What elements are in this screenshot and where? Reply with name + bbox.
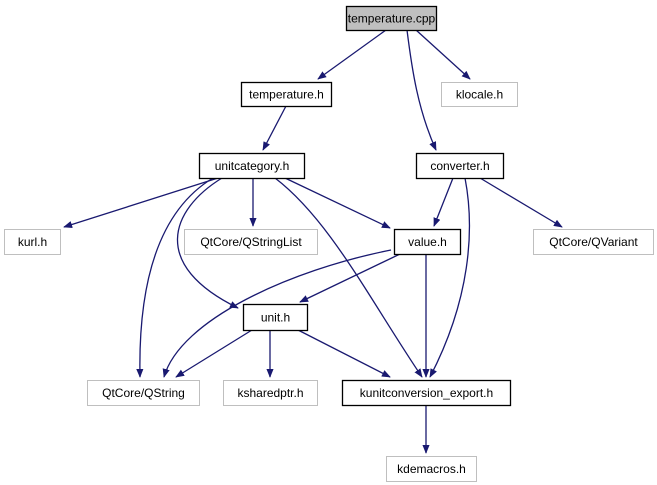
node-kunitconversion-export-h[interactable]: kunitconversion_export.h — [341, 379, 512, 407]
edge-converter-h-to-value-h — [433, 177, 454, 227]
node-box — [242, 303, 309, 332]
edge-unitcategory-h-to-kunitconversion-export-h — [274, 177, 423, 378]
node-box — [386, 456, 477, 482]
node-value-h[interactable]: value.h — [393, 228, 462, 256]
node-klocale-h: klocale.h — [441, 82, 518, 107]
node-converter-h[interactable]: converter.h — [415, 152, 505, 180]
node-temperature-cpp[interactable]: temperature.cpp — [345, 5, 438, 32]
edge-temperature-cpp-to-klocale-h — [415, 29, 471, 80]
node-label: value.h — [408, 235, 447, 249]
node-label: QtCore/QVariant — [549, 235, 638, 249]
node-kurl-h: kurl.h — [4, 229, 61, 255]
edge-unitcategory-h-to-unit-h — [176, 177, 239, 309]
node-label: temperature.h — [249, 88, 324, 102]
node-label: QtCore/QString — [102, 386, 185, 400]
node-box — [223, 380, 318, 406]
node-temperature-h[interactable]: temperature.h — [240, 81, 333, 108]
node-kdemacros-h: kdemacros.h — [386, 456, 477, 482]
node-box — [415, 152, 505, 180]
node-label: ksharedptr.h — [237, 386, 303, 400]
edge-converter-h-to-qvariant — [479, 177, 563, 228]
node-ksharedptr-h: ksharedptr.h — [223, 380, 318, 406]
node-box — [341, 379, 512, 407]
node-box — [184, 229, 318, 255]
node-label: temperature.cpp — [348, 12, 436, 26]
node-box — [345, 5, 438, 32]
edge-unitcategory-h-to-value-h — [284, 177, 391, 229]
node-label: converter.h — [430, 159, 489, 173]
node-label: unitcategory.h — [215, 159, 290, 173]
node-qstringlist: QtCore/QStringList — [184, 229, 318, 255]
node-qstring: QtCore/QString — [87, 380, 200, 406]
node-unit-h[interactable]: unit.h — [242, 303, 309, 332]
edge-temperature-h-to-unitcategory-h — [262, 105, 287, 151]
edge-value-h-to-qstring — [162, 249, 392, 378]
node-label: QtCore/QStringList — [200, 235, 302, 249]
edge-unit-h-to-qstring — [175, 329, 253, 378]
node-label: kdemacros.h — [397, 462, 466, 476]
node-box — [198, 152, 306, 180]
edge-temperature-cpp-to-temperature-h — [317, 29, 387, 80]
node-unitcategory-h[interactable]: unitcategory.h — [198, 152, 306, 180]
node-label: kurl.h — [18, 235, 47, 249]
edge-temperature-cpp-to-converter-h — [406, 29, 437, 151]
node-box — [393, 228, 462, 256]
node-box — [87, 380, 200, 406]
node-box — [240, 81, 333, 108]
edge-unitcategory-h-to-kurl-h — [63, 177, 219, 228]
node-box — [441, 82, 518, 107]
edge-unitcategory-h-to-qstring — [136, 177, 214, 378]
edges-layer — [63, 29, 563, 454]
node-qvariant: QtCore/QVariant — [533, 229, 654, 255]
edge-value-h-to-unit-h — [299, 253, 401, 303]
node-label: kunitconversion_export.h — [360, 386, 493, 400]
node-label: klocale.h — [456, 88, 503, 102]
nodes-layer: temperature.cpp temperature.h klocale.h uni… — [4, 5, 654, 482]
edge-unit-h-to-kunitconversion-export-h — [297, 329, 391, 378]
edge-converter-h-to-kunitconversion-export-h — [429, 177, 471, 378]
node-box — [533, 229, 654, 255]
node-box — [4, 229, 61, 255]
node-label: unit.h — [261, 311, 290, 325]
